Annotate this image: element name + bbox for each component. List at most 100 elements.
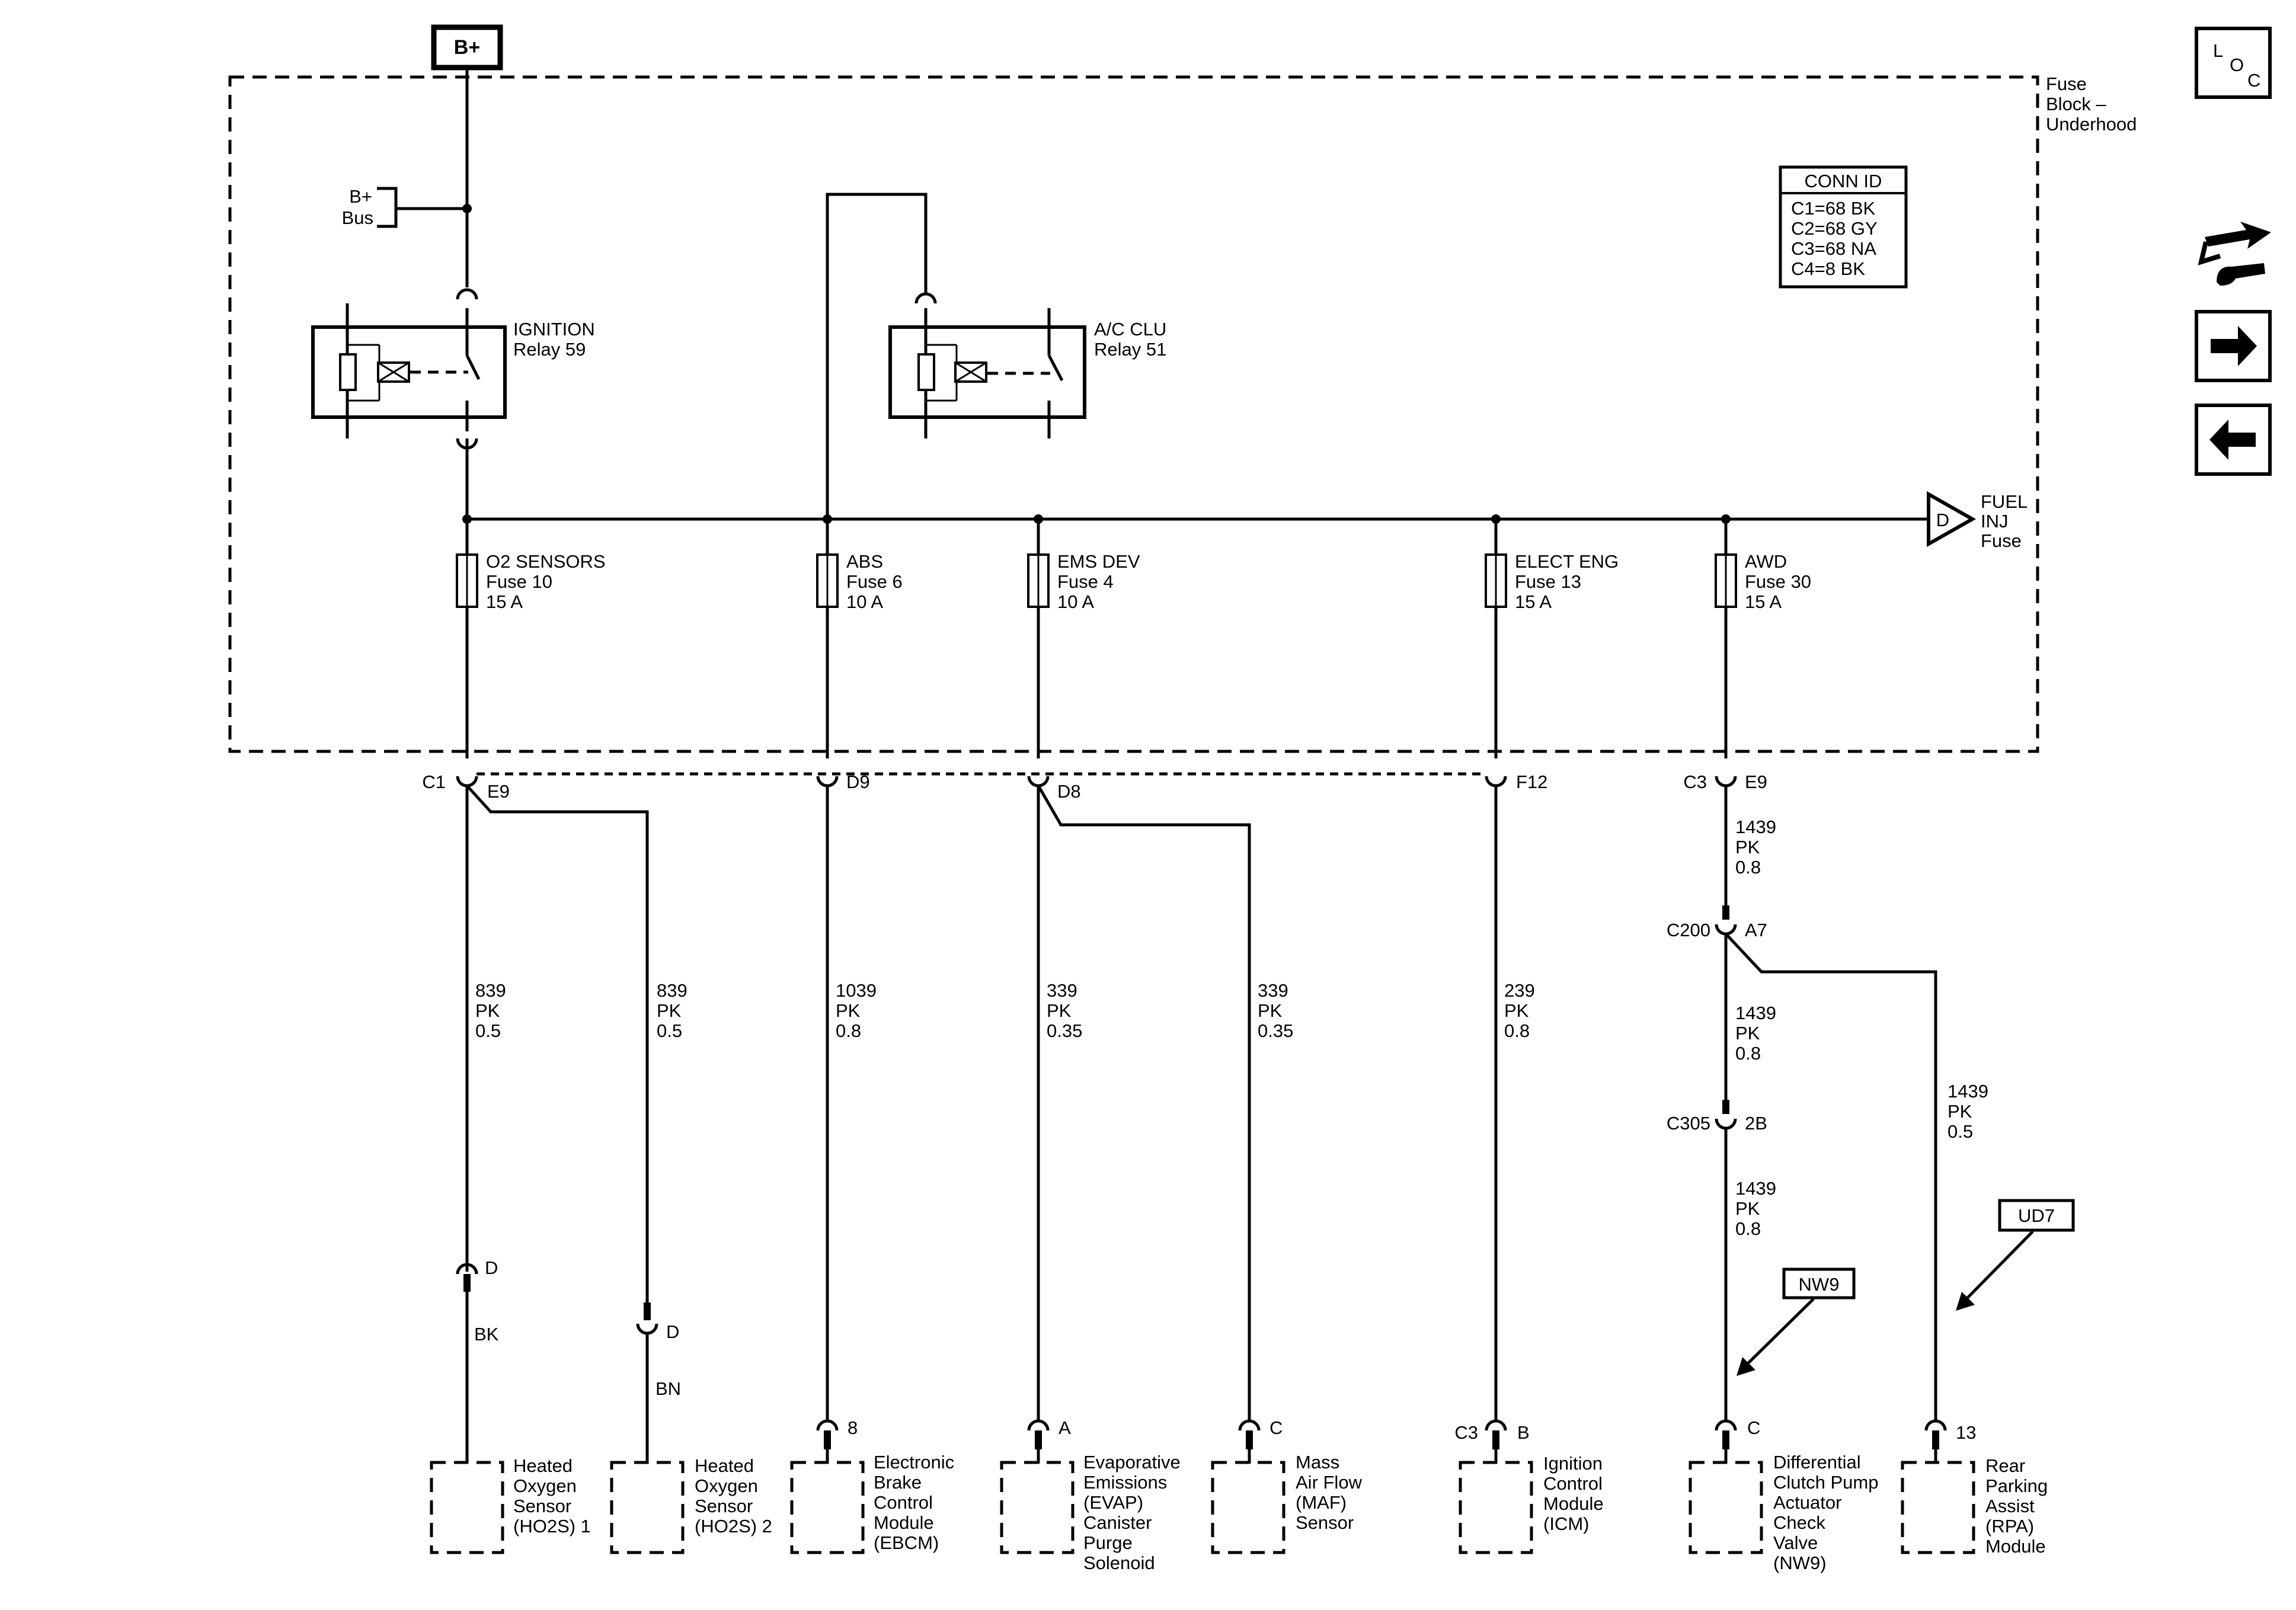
connector-pin: E9 [487, 781, 510, 802]
component-label: Electronic [874, 1452, 954, 1473]
option-nw9: NW9 [1737, 1267, 1856, 1376]
wire-size: 0.8 [1504, 1020, 1530, 1041]
component-box [430, 1461, 504, 1554]
component-box [1000, 1461, 1075, 1554]
ignition-relay: IGNITION Relay 59 [311, 288, 595, 519]
connector-c305-2b: C305 2B [1667, 1100, 1767, 1134]
back-button[interactable] [2195, 404, 2272, 476]
component-box [1689, 1461, 1763, 1554]
component-label: Control [1543, 1473, 1603, 1494]
wire-circuit: 1439 [1735, 1003, 1776, 1023]
component-ebcm: 8 Electronic Brake Control Module (EBCM) [790, 1417, 954, 1554]
connector-id: C305 [1667, 1113, 1710, 1134]
component-connector: C3 [1454, 1422, 1478, 1443]
battery-label: B+ [454, 36, 480, 59]
fuse-awd: AWD Fuse 30 15 A [1715, 519, 1811, 758]
component-evap: A Evaporative Emissions (EVAP) Canister … [1000, 1417, 1181, 1573]
wire-awd-upper: 1439 PK 0.8 [1724, 786, 1776, 907]
loc-letter-c: C [2247, 70, 2260, 91]
conn-id-title: CONN ID [1805, 171, 1882, 191]
wire-size: 0.8 [1735, 857, 1761, 878]
component-pin: D [485, 1257, 498, 1278]
fuse-number: Fuse 4 [1057, 571, 1114, 592]
wire-o2-sensor-1: 839 PK 0.5 [465, 786, 506, 1272]
component-label: (RPA) [1985, 1516, 2034, 1537]
component-label: Solenoid [1083, 1553, 1155, 1573]
bplus-bus-label-2: Bus [342, 207, 373, 228]
wire-color: PK [1047, 1000, 1072, 1021]
component-box [1211, 1461, 1285, 1554]
component-pin: B [1517, 1422, 1530, 1443]
fuel-inj-label-2: INJ [1981, 511, 2009, 532]
component-rpa-module: 13 Rear Parking Assist (RPA) Module [1901, 1419, 2048, 1557]
connector-pin: D9 [846, 772, 870, 792]
main-bus [462, 514, 1929, 524]
wire-color: PK [1735, 1198, 1760, 1219]
forward-button[interactable] [2195, 310, 2272, 382]
component-label: Heated [695, 1455, 754, 1476]
component-pin: A [1059, 1417, 1071, 1438]
fuse-number: Fuse 6 [846, 571, 903, 592]
relay-input-terminal [914, 292, 937, 304]
fuel-inj-label-3: Fuse [1981, 530, 2022, 551]
fuse-block-label-1: Fuse [2046, 73, 2087, 94]
component-label: Sensor [695, 1496, 753, 1516]
relay-input-terminal [456, 288, 478, 300]
fuse-name: EMS DEV [1057, 551, 1140, 572]
wire-size: 0.5 [657, 1020, 682, 1041]
wire-color: PK [475, 1000, 500, 1021]
component-label: Sensor [513, 1496, 571, 1516]
wire-color: PK [1735, 837, 1760, 857]
wire-size: 0.5 [1948, 1121, 1973, 1142]
wire-ebcm: 1039 PK 0.8 [826, 786, 877, 1421]
fuse-name: O2 SENSORS [486, 551, 606, 572]
connector-id: C3 [1683, 772, 1707, 792]
loc-letter-l: L [2213, 40, 2223, 61]
component-label: Actuator [1773, 1492, 1841, 1513]
location-view-button[interactable]: L O C [2195, 27, 2272, 99]
wire-circuit: 839 [657, 980, 687, 1001]
wire-awd-middle: 1439 PK 0.8 [1724, 934, 1776, 1101]
wire-circuit: 1039 [836, 980, 877, 1001]
connector-pin: 2B [1745, 1113, 1767, 1134]
wire-color: PK [1504, 1000, 1529, 1021]
wire-size: 0.8 [1735, 1218, 1761, 1239]
ac-clutch-relay: A/C CLU Relay 51 [826, 193, 1166, 519]
component-label: Mass [1296, 1452, 1339, 1473]
component-locator-icon[interactable] [2198, 222, 2271, 286]
wire-size: 0.5 [475, 1020, 501, 1041]
connector-c200-a7: C200 A7 [1667, 905, 1767, 940]
fuse-number: Fuse 30 [1745, 571, 1811, 592]
wire-o2-sensor-2: 839 PK 0.5 [466, 785, 687, 1304]
fuse-elect-eng: ELECT ENG Fuse 13 15 A [1485, 519, 1619, 758]
wire-color: PK [836, 1000, 861, 1021]
component-label: (EBCM) [874, 1532, 939, 1553]
component-pin: 8 [848, 1417, 858, 1438]
conn-id-row: C2=68 GY [1791, 218, 1878, 239]
wire-color-label: BN [655, 1378, 681, 1399]
wire-size: 0.35 [1047, 1020, 1082, 1041]
connector-pin: E9 [1745, 772, 1767, 792]
component-label: Sensor [1296, 1512, 1354, 1533]
fuse-name: ELECT ENG [1515, 551, 1619, 572]
fuse-rating: 15 A [1745, 591, 1782, 612]
fuse-number: Fuse 10 [486, 571, 552, 592]
component-label: Brake [874, 1472, 922, 1493]
arrow-right-icon [2211, 326, 2257, 366]
component-label: Module [1985, 1536, 2046, 1557]
component-pin: D [666, 1321, 679, 1342]
wire-size: 0.8 [836, 1020, 861, 1041]
fuse-rating: 10 A [846, 591, 883, 612]
component-box [610, 1461, 685, 1554]
component-label: Control [874, 1492, 933, 1513]
wire-circuit: 839 [475, 980, 506, 1001]
connector-id: C200 [1667, 920, 1710, 940]
wire-circuit: 1439 [1735, 1178, 1776, 1199]
component-pin: C [1269, 1417, 1283, 1438]
connector-id: C1 [422, 772, 446, 792]
component-label: Check [1773, 1512, 1825, 1533]
loc-letter-o: O [2230, 55, 2244, 75]
connector-c3-e9: C3 E9 [1683, 772, 1767, 792]
fuse-name: AWD [1745, 551, 1787, 572]
